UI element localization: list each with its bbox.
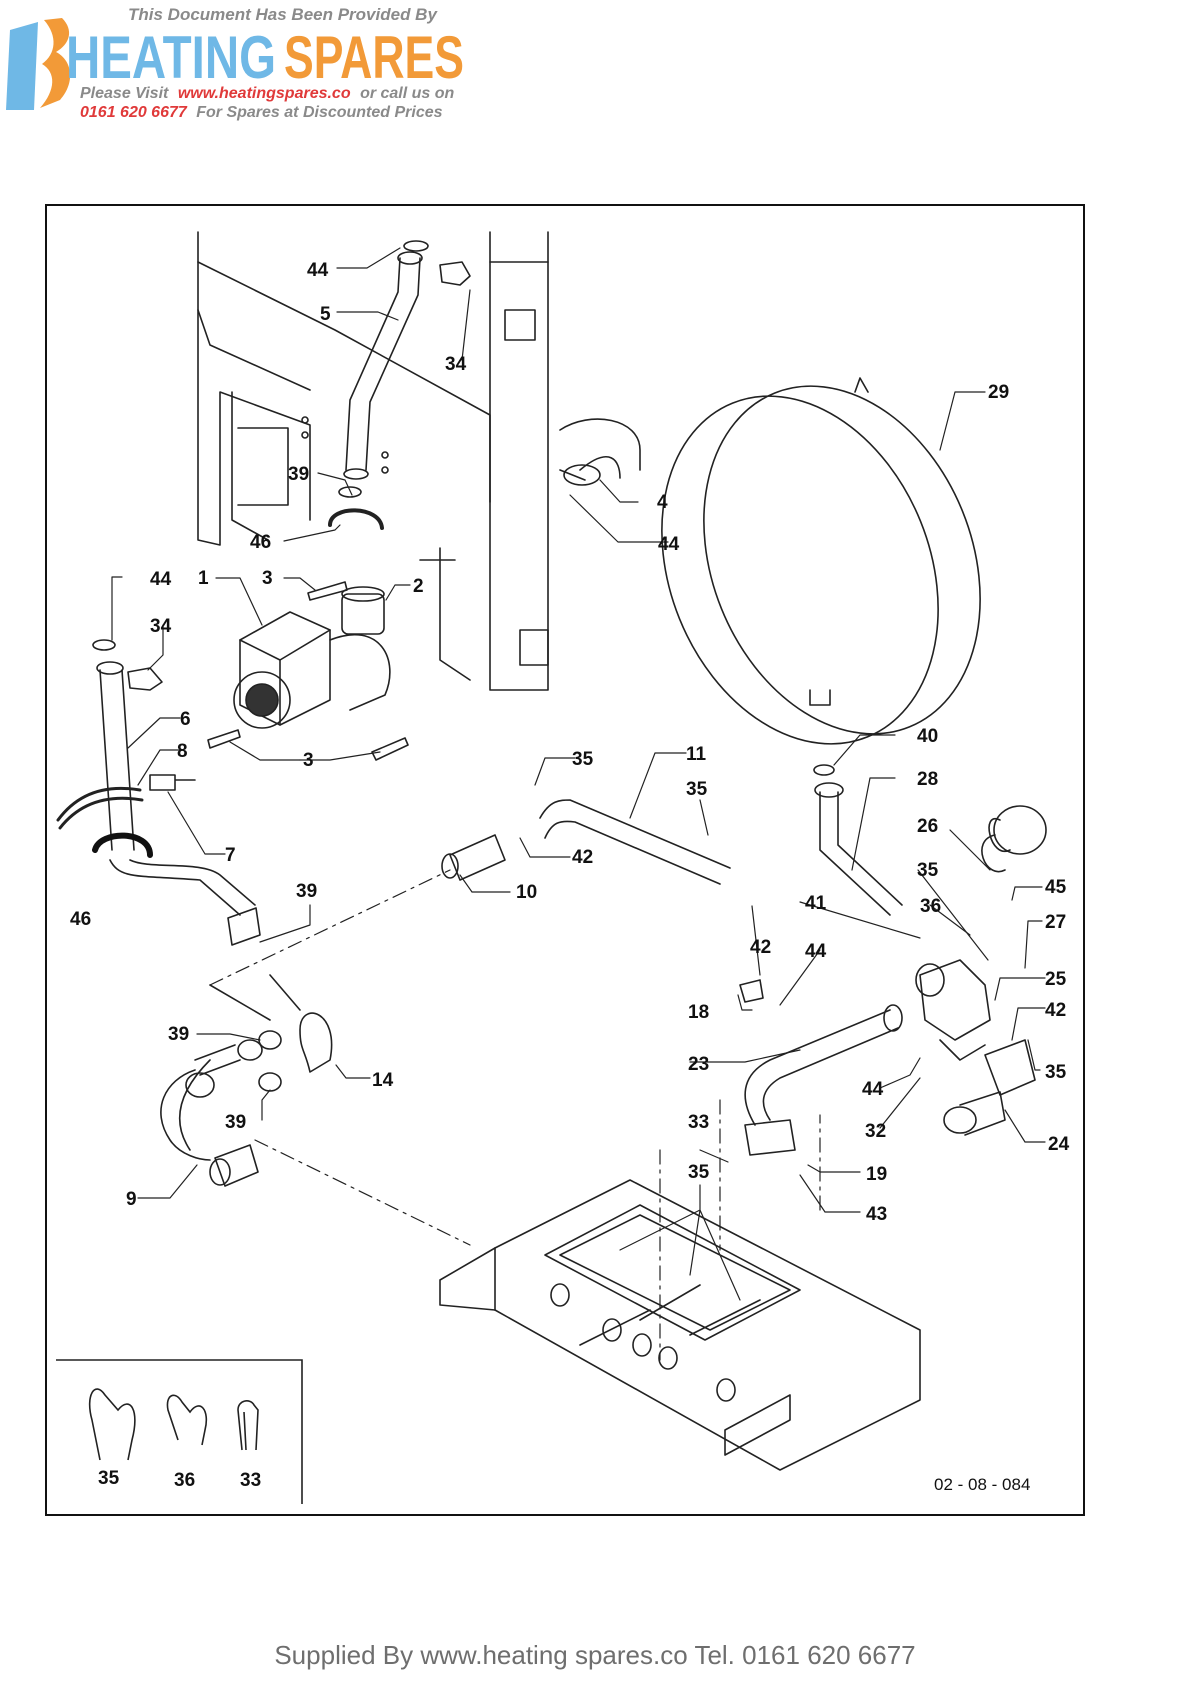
svg-text:0161 620 6677 For Spares a: 0161 620 6677 For Spares at Discounted P… bbox=[80, 104, 443, 121]
manifold-25 bbox=[915, 959, 991, 1061]
hs-monogram bbox=[6, 18, 71, 110]
callout-3-b: 3 bbox=[303, 750, 314, 771]
screw-3b bbox=[207, 729, 241, 749]
connector-10 bbox=[449, 834, 506, 881]
callout-10: 10 bbox=[516, 882, 537, 903]
connector-7 bbox=[149, 774, 196, 791]
clip-33-icon bbox=[237, 1400, 259, 1451]
callout-23: 23 bbox=[688, 1054, 709, 1075]
pump-1 bbox=[233, 586, 391, 729]
heating-spares-logo: This Document Has Been Provided By HEATI… bbox=[6, 5, 464, 121]
gauge-26 bbox=[981, 805, 1047, 873]
callout-8: 8 bbox=[177, 741, 188, 762]
callout-35-d: 35 bbox=[1045, 1062, 1067, 1083]
callout-6: 6 bbox=[180, 709, 191, 730]
screw-3a bbox=[307, 581, 348, 601]
callout-34-a: 34 bbox=[445, 354, 467, 375]
clip-34-top bbox=[439, 261, 471, 286]
pipe-23 bbox=[744, 1004, 903, 1156]
diagram-frame bbox=[45, 204, 1085, 1516]
pipe-5 bbox=[328, 240, 429, 530]
callout-42-c: 42 bbox=[1045, 1000, 1066, 1021]
callout-3-a: 3 bbox=[262, 568, 273, 589]
brand-spares: SPARES bbox=[284, 24, 464, 91]
legend-36: 36 bbox=[174, 1470, 195, 1491]
callout-35-c: 35 bbox=[917, 860, 939, 881]
callout-5: 5 bbox=[320, 304, 331, 325]
callout-39-b: 39 bbox=[296, 881, 317, 902]
header-provided-by: This Document Has Been Provided By bbox=[128, 5, 438, 24]
visit-url: www.heatingspares.co bbox=[178, 85, 351, 102]
elbow-14 bbox=[299, 1012, 333, 1073]
callout-28: 28 bbox=[917, 769, 938, 790]
callout-labels: 44 5 34 29 39 4 46 44 44 1 3 2 34 6 8 3 … bbox=[70, 260, 1070, 1225]
callout-14: 14 bbox=[372, 1070, 394, 1091]
callout-40: 40 bbox=[917, 726, 938, 747]
valve-24 bbox=[943, 1039, 1036, 1136]
pipe-28 bbox=[819, 791, 903, 916]
guide-lines bbox=[209, 869, 821, 1361]
clip-36-icon bbox=[166, 1394, 208, 1446]
callout-42-a: 42 bbox=[572, 847, 593, 868]
callout-36: 36 bbox=[920, 896, 941, 917]
plug-18 bbox=[739, 979, 764, 1003]
callout-44-c: 44 bbox=[150, 569, 172, 590]
callout-46-b: 46 bbox=[70, 909, 91, 930]
brand-heating: HEATING bbox=[66, 24, 276, 91]
leader-lines bbox=[111, 247, 1046, 1301]
clip-legend: 35 36 33 bbox=[56, 1359, 303, 1504]
expansion-vessel-29 bbox=[661, 377, 981, 745]
callout-44-d: 44 bbox=[805, 941, 827, 962]
base-plate bbox=[439, 1179, 921, 1471]
callout-39-c: 39 bbox=[168, 1024, 189, 1045]
callout-35-e: 35 bbox=[688, 1162, 710, 1183]
callout-44-a: 44 bbox=[307, 260, 329, 281]
legend-33: 33 bbox=[240, 1470, 261, 1491]
callout-1: 1 bbox=[198, 568, 209, 589]
visit-suffix: or call us on bbox=[360, 85, 454, 102]
callout-44-b: 44 bbox=[658, 534, 680, 555]
callout-25: 25 bbox=[1045, 969, 1067, 990]
callout-39-a: 39 bbox=[288, 464, 309, 485]
callout-11: 11 bbox=[686, 744, 707, 765]
pipe-11 bbox=[539, 799, 731, 885]
callout-46-a: 46 bbox=[250, 532, 271, 553]
callout-7: 7 bbox=[225, 845, 236, 866]
callout-35-a: 35 bbox=[572, 749, 594, 770]
footer-supplied-by: Supplied By www.heating spares.co Tel. 0… bbox=[274, 1640, 916, 1670]
pipe-9 bbox=[160, 1039, 263, 1187]
callout-2: 2 bbox=[413, 576, 424, 597]
callout-44-e: 44 bbox=[862, 1079, 884, 1100]
callout-35-b: 35 bbox=[686, 779, 708, 800]
callout-39-d: 39 bbox=[225, 1112, 246, 1133]
callout-34-b: 34 bbox=[150, 616, 172, 637]
phone-suffix: For Spares at Discounted Prices bbox=[196, 104, 442, 121]
callout-41: 41 bbox=[805, 893, 827, 914]
callout-42-b: 42 bbox=[750, 937, 771, 958]
callout-19: 19 bbox=[866, 1164, 887, 1185]
pipe-6 bbox=[56, 639, 261, 946]
diagram-reference: 02 - 08 - 084 bbox=[934, 1475, 1030, 1494]
screw-3c bbox=[371, 737, 409, 761]
callout-9: 9 bbox=[126, 1189, 137, 1210]
callout-29: 29 bbox=[988, 382, 1009, 403]
callout-24: 24 bbox=[1048, 1134, 1070, 1155]
callout-33: 33 bbox=[688, 1112, 709, 1133]
boiler-chassis bbox=[197, 231, 549, 691]
clip-35-icon bbox=[88, 1388, 136, 1461]
phone-number: 0161 620 6677 bbox=[80, 104, 188, 121]
legend-35: 35 bbox=[98, 1468, 120, 1489]
svg-text:Please Visit www.heatingsp: Please Visit www.heatingspares.co or cal… bbox=[80, 85, 455, 102]
callout-27: 27 bbox=[1045, 912, 1066, 933]
callout-32: 32 bbox=[865, 1121, 886, 1142]
visit-prefix: Please Visit bbox=[80, 85, 169, 102]
pipe-4 bbox=[559, 418, 641, 481]
clip-34-left bbox=[127, 667, 163, 691]
callout-45: 45 bbox=[1045, 877, 1067, 898]
callout-4: 4 bbox=[657, 492, 668, 513]
callout-43: 43 bbox=[866, 1204, 887, 1225]
callout-18: 18 bbox=[688, 1002, 709, 1023]
callout-26: 26 bbox=[917, 816, 938, 837]
